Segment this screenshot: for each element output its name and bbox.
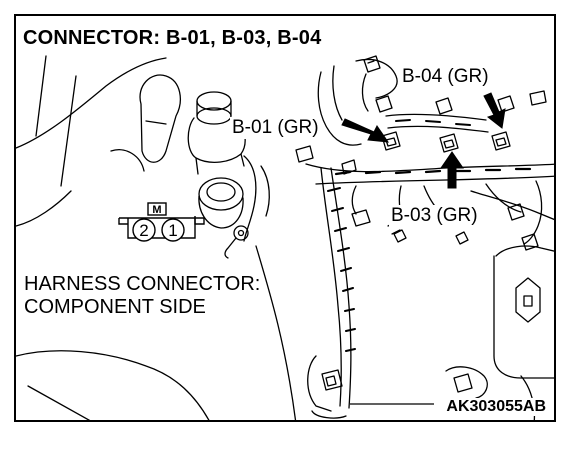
highlighted-connectors — [295, 90, 547, 175]
arrow-b01 — [341, 118, 390, 143]
arrow-b03 — [440, 151, 464, 189]
upper-harness-loop — [317, 58, 489, 146]
pointer-arrows — [341, 92, 506, 189]
harness-trunk — [307, 167, 356, 419]
cylinder-cap-part — [187, 91, 246, 175]
rail-connectors — [351, 180, 543, 251]
connector-pin-1: 1 — [168, 221, 177, 240]
ground-stud — [224, 225, 249, 259]
round-cap-part — [198, 155, 270, 242]
diagram-title: CONNECTOR: B-01, B-03, B-04 — [23, 27, 322, 49]
connector-face-symbol — [118, 202, 205, 242]
harness-connector-label: HARNESS CONNECTOR: COMPONENT SIDE — [24, 273, 260, 319]
engine-compartment-illustration: M 2 1 — [16, 55, 554, 420]
figure-code: AK303055AB — [444, 398, 548, 416]
callout-b04: B-04 (GR) — [400, 66, 491, 88]
connector-pin-2: 2 — [139, 221, 148, 240]
harness-label-line1: HARNESS CONNECTOR: — [24, 273, 261, 295]
arrow-b04 — [483, 92, 506, 129]
bottom-connector — [321, 369, 343, 391]
harness-label-line2: COMPONENT SIDE — [24, 296, 206, 318]
diagram-frame: M 2 1 CONNECTOR: B-01, B-03, B-04 B-04 (… — [14, 14, 556, 422]
connector-symbol-tag: M — [152, 204, 161, 216]
callout-b01: B-01 (GR) — [230, 117, 321, 139]
left-bracket-part — [110, 74, 181, 172]
callout-b03: B-03 (GR) — [389, 205, 480, 227]
right-engine-outline — [445, 190, 554, 420]
engine-background-outline — [16, 55, 297, 420]
top-connector — [363, 55, 381, 73]
